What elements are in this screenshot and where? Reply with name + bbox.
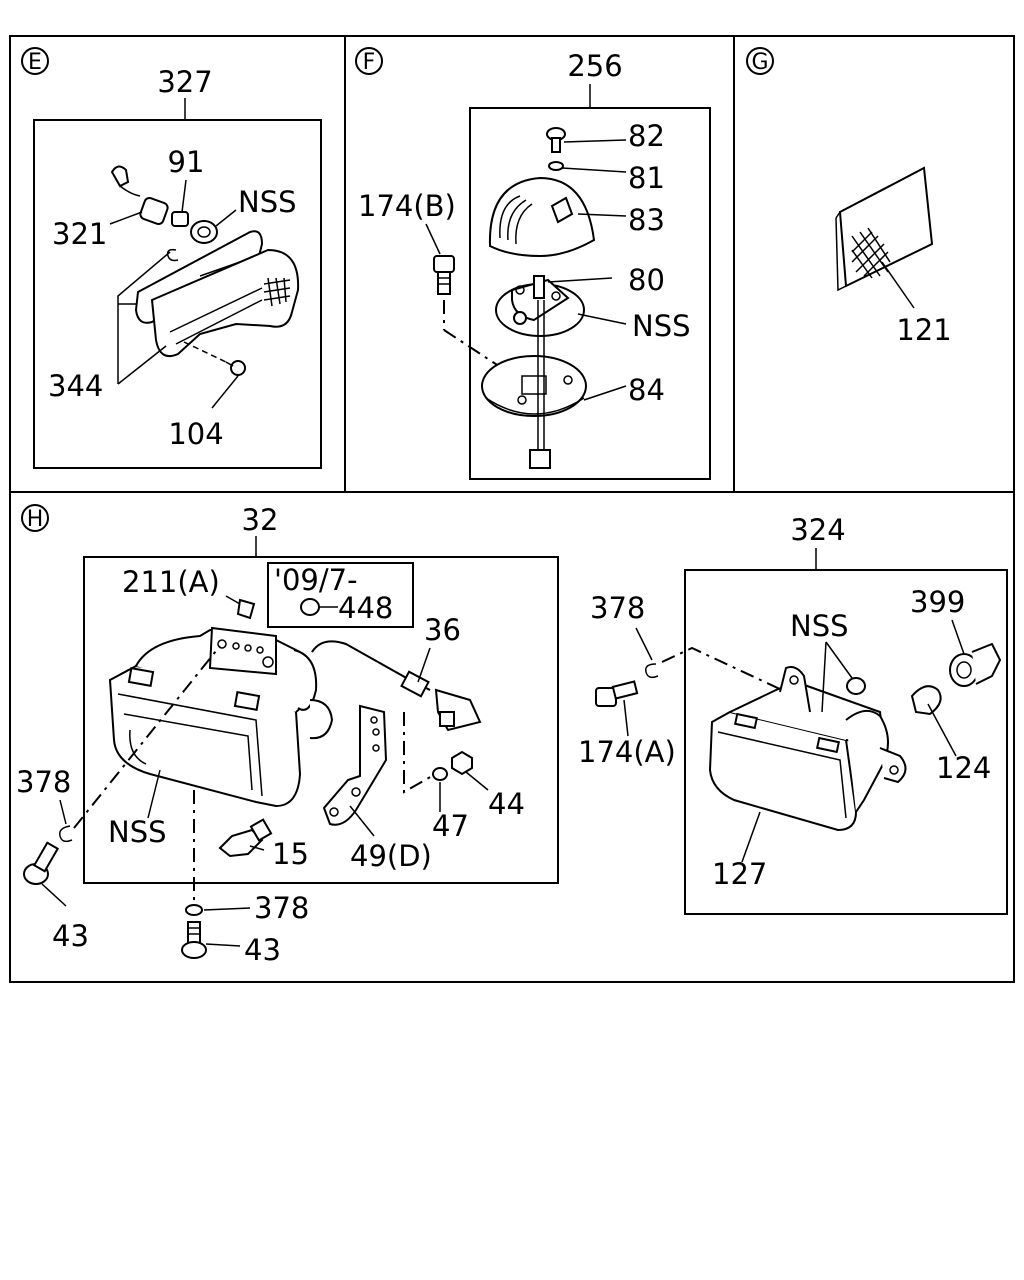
label-43b: 43 — [244, 933, 281, 967]
washer-47 — [432, 767, 448, 781]
section-badge-h-label: H — [27, 507, 44, 532]
label-nss-h1: NSS — [108, 815, 167, 849]
bolt-43-left — [23, 841, 60, 885]
label-nss-f: NSS — [632, 309, 691, 343]
label-84: 84 — [628, 373, 665, 407]
clip-211a — [236, 598, 256, 620]
bracket-49d — [322, 704, 388, 826]
bulb-91 — [171, 211, 189, 227]
nut-44 — [451, 750, 473, 776]
label-82: 82 — [628, 119, 665, 153]
label-321: 321 — [52, 217, 107, 251]
label-49d: 49(D) — [350, 839, 432, 873]
label-399: 399 — [910, 585, 965, 619]
label-378a: 378 — [16, 765, 71, 799]
assembly-label-324: 324 — [790, 513, 845, 547]
assembly-label-327: 327 — [157, 65, 212, 99]
section-h: H 32 '09/7- 448 — [16, 503, 1008, 967]
label-211a: 211(A) — [122, 565, 220, 599]
grommet-nss — [846, 677, 866, 695]
section-badge-f — [355, 47, 383, 75]
washer-81 — [548, 161, 564, 171]
assembly-label-256: 256 — [567, 49, 622, 83]
label-81: 81 — [628, 161, 665, 195]
section-badge-h — [21, 504, 49, 532]
label-127: 127 — [712, 857, 767, 891]
section-badge-f-label: F — [363, 50, 376, 75]
bolt-174b — [433, 255, 455, 295]
bolt-174a — [595, 680, 639, 707]
label-344: 344 — [48, 369, 103, 403]
label-124: 124 — [936, 751, 991, 785]
section-badge-g — [746, 47, 774, 75]
label-104: 104 — [168, 417, 223, 451]
clip — [166, 248, 179, 262]
bolt-43-lower — [181, 921, 207, 959]
note-box — [267, 562, 414, 628]
screw-82 — [546, 127, 566, 153]
label-378c: 378 — [590, 591, 645, 625]
gasket-nss — [190, 220, 218, 244]
label-174b: 174(B) — [358, 189, 456, 223]
label-15: 15 — [272, 837, 309, 871]
label-448: 448 — [338, 591, 393, 625]
label-174a: 174(A) — [578, 735, 676, 769]
label-43a: 43 — [52, 919, 89, 953]
fog-lamp-left — [108, 626, 334, 808]
label-83: 83 — [628, 203, 665, 237]
label-91: 91 — [168, 145, 205, 179]
socket-399 — [949, 642, 1002, 687]
section-badge-e — [21, 47, 49, 75]
clip-378-lower — [185, 904, 203, 916]
assembly-box-327 — [33, 119, 322, 469]
assembly-box-32 — [83, 556, 559, 884]
section-g: G 121 — [746, 47, 952, 347]
fog-lamp-right — [708, 666, 907, 832]
note-date: '09/7- — [274, 563, 358, 597]
side-marker-lamp — [134, 230, 300, 358]
label-121: 121 — [896, 313, 951, 347]
connector-36 — [434, 688, 482, 732]
socket-321 — [110, 165, 169, 226]
clip-378-left — [58, 825, 73, 843]
label-nss-h2: NSS — [790, 609, 849, 643]
section-badge-e-label: E — [28, 50, 42, 75]
label-80: 80 — [628, 263, 665, 297]
bulb-124 — [910, 685, 942, 716]
clip-378-right — [644, 663, 659, 679]
label-47: 47 — [432, 809, 469, 843]
section-e: E 327 — [21, 47, 322, 469]
diagram-frame — [9, 35, 1015, 983]
grommet-448 — [300, 598, 320, 616]
dome-lens-83 — [488, 176, 596, 258]
label-36: 36 — [424, 613, 461, 647]
label-nss-e: NSS — [238, 185, 297, 219]
base-plate-80 — [495, 275, 585, 337]
connector — [529, 449, 551, 469]
assembly-label-32: 32 — [242, 503, 279, 537]
base-84 — [481, 355, 587, 417]
reflector-121 — [835, 166, 934, 292]
screw-104 — [230, 360, 246, 376]
section-badge-g-label: G — [751, 50, 768, 75]
bulb-15 — [218, 818, 273, 858]
assembly-box-324 — [684, 569, 1008, 915]
section-f: F 256 — [355, 47, 711, 480]
label-44: 44 — [488, 787, 525, 821]
label-378b: 378 — [254, 891, 309, 925]
